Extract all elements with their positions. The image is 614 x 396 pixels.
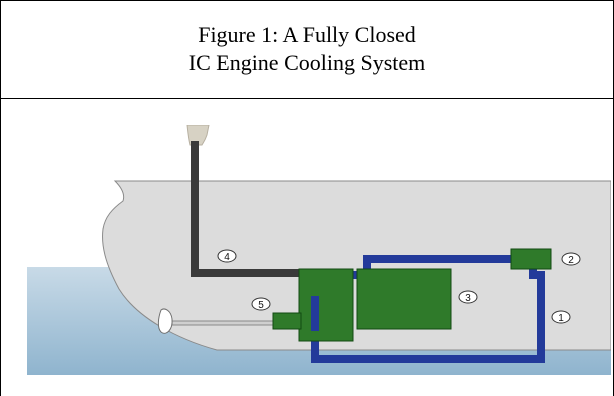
table-border-top — [0, 0, 614, 1]
propeller-shaft — [171, 320, 283, 326]
engine-upper-block — [298, 268, 354, 342]
caption-line-2: IC Engine Cooling System — [188, 50, 426, 75]
figure-caption: Figure 1: A Fully Closed IC Engine Cooli… — [0, 0, 614, 98]
propeller — [157, 308, 173, 334]
callout-5-label: 5 — [258, 300, 264, 311]
engine-main-block — [356, 268, 452, 330]
callout-1-label: 1 — [558, 313, 564, 324]
callout-4: 4 — [217, 249, 237, 263]
cooling-system-diagram: 4 5 3 2 1 — [27, 125, 611, 375]
header-tank — [510, 248, 552, 270]
table-border-left — [0, 0, 1, 396]
diagram-svg: 4 5 3 2 1 — [27, 125, 611, 375]
callout-1: 1 — [551, 310, 571, 324]
callout-5: 5 — [251, 297, 271, 311]
table-divider — [0, 98, 614, 99]
callout-2: 2 — [561, 252, 581, 266]
callout-2-label: 2 — [568, 255, 574, 266]
callout-3: 3 — [458, 290, 478, 304]
ship-hull — [102, 180, 611, 351]
coolant-pipe-loop — [311, 263, 545, 363]
exhaust-pipe — [191, 141, 315, 277]
callout-3-label: 3 — [465, 293, 471, 304]
engine-gearbox — [272, 312, 302, 330]
callout-4-label: 4 — [224, 252, 230, 263]
exhaust-smoke — [186, 125, 210, 146]
caption-line-1: Figure 1: A Fully Closed — [198, 22, 416, 47]
